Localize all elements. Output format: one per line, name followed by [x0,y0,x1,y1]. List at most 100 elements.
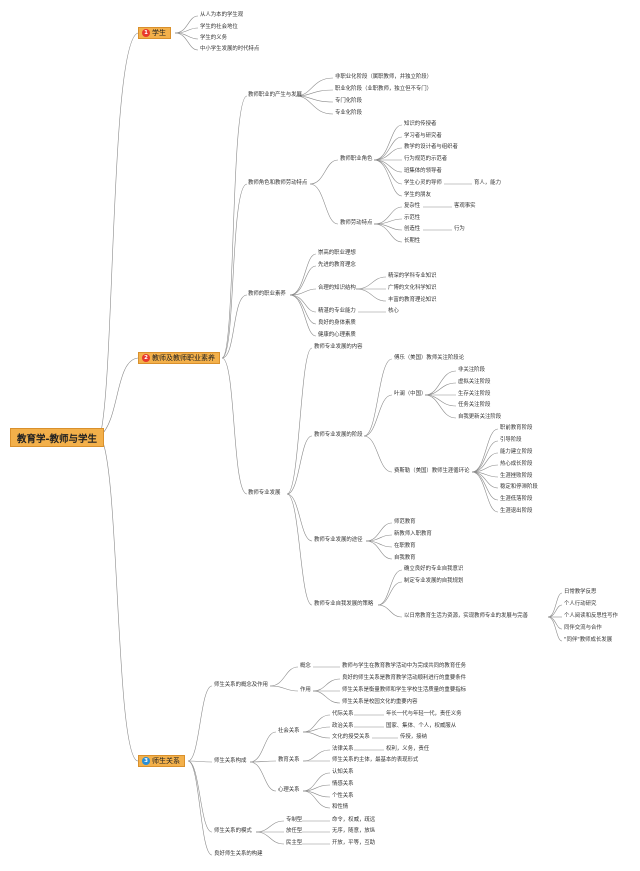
node[interactable]: 长期性 [404,238,421,244]
node[interactable]: 学生的义务 [200,35,227,41]
node[interactable]: 自我教育 [394,555,416,561]
node[interactable]: 概念 [300,663,311,669]
node[interactable]: 稳定和停滞阶段 [500,484,538,490]
node[interactable]: 日常教学反思 [564,589,597,595]
node[interactable]: 认知关系 [332,769,354,775]
node[interactable]: 国家、集体、个人，权威服从 [386,723,457,729]
node[interactable]: 职业化阶段（业职教师，独立但不专门） [335,86,433,92]
node[interactable]: 教师劳动特点 [340,220,373,226]
node[interactable]: 文化的授受关系 [332,734,370,740]
node[interactable]: 师生关系的模式 [214,828,252,834]
node[interactable]: 行为 [454,226,465,232]
node[interactable]: 教学的设计者与组织者 [404,144,458,150]
node[interactable]: 合理的知识结构 [318,285,356,291]
node[interactable]: 班集体的领导者 [404,168,442,174]
node[interactable]: 丰富的教育理论知识 [388,297,437,303]
node[interactable]: 教师职业的产生与发展 [248,92,302,98]
node[interactable]: 叶澜（中国） [394,391,427,397]
node[interactable]: 良好的师生关系是教育教学活动顺利进行的重要条件 [342,675,466,681]
node[interactable]: 费斯勒（美国）教师生涯循环论 [394,468,470,474]
node[interactable]: 开放，平等，互助 [332,840,376,846]
node[interactable]: 精湛的专业能力 [318,308,356,314]
node[interactable]: 非职业化阶段（属职教师，并独立阶段） [335,74,433,80]
node[interactable]: 法律关系 [332,746,354,752]
node[interactable]: 师生关系是校园文化的重要内容 [342,699,418,705]
node[interactable]: "同伴"教师成长发展 [564,637,613,643]
node[interactable]: 教师专业发展的内容 [314,344,363,350]
node[interactable]: 传授，接纳 [400,734,427,740]
node[interactable]: 精深的学科专业知识 [388,273,437,279]
node[interactable]: 中小学生发展的时代特点 [200,46,260,52]
node[interactable]: 情感关系 [332,781,354,787]
node[interactable]: 专门化阶段 [335,98,362,104]
node[interactable]: 育人，能力 [474,180,501,186]
node[interactable]: 学生心灵的导师 [404,180,442,186]
node[interactable]: 放任型 [286,828,303,834]
category-teacher-quality[interactable]: 2 教师及教师职业素养 [138,352,220,364]
node[interactable]: 代际关系 [332,711,354,717]
node[interactable]: 核心 [388,308,399,314]
node[interactable]: 教师专业发展的途径 [314,537,363,543]
node[interactable]: 示范性 [404,215,421,221]
node[interactable]: 同伴交流与合作 [564,625,602,631]
node[interactable]: 复杂性 [404,203,421,209]
node[interactable]: 傅乐（美国）教师关注阶段论 [394,355,465,361]
node[interactable]: 权利，义务，责任 [386,746,430,752]
node[interactable]: 行为规范的示范者 [404,156,448,162]
node[interactable]: 先进的教育理念 [318,262,356,268]
node[interactable]: 生涯退出阶段 [500,508,533,514]
node[interactable]: 非关注阶段 [458,367,485,373]
node[interactable]: 个性关系 [332,793,354,799]
node[interactable]: 教师专业自我发展的策略 [314,601,374,607]
node[interactable]: 以日常教育生活为资源，实现教师专业的发展与完善 [404,613,528,619]
node[interactable]: 师生关系的概念及作用 [214,682,268,688]
node[interactable]: 教师专业发展的阶段 [314,432,363,438]
node[interactable]: 制定专业发展的自我规划 [404,578,464,584]
node[interactable]: 任务关注阶段 [458,402,491,408]
node[interactable]: 教师的职业素养 [248,291,286,297]
node[interactable]: 引导阶段 [500,437,522,443]
category-teacher-student-relation[interactable]: 3 师生关系 [138,755,185,767]
node[interactable]: 师生关系是衡量教师和学生学校生活质量的重要指标 [342,687,466,693]
node[interactable]: 学生的朋友 [404,192,431,198]
node[interactable]: 职前教育阶段 [500,425,533,431]
root-topic[interactable]: 教育学-教师与学生 [10,428,104,447]
node[interactable]: 学生的社会地位 [200,24,238,30]
node[interactable]: 良好师生关系的构建 [214,851,263,857]
node[interactable]: 确立良好的专业自我意识 [404,566,464,572]
node[interactable]: 专业化阶段 [335,110,362,116]
node[interactable]: 年长一代与年轻一代，责任义务 [386,711,462,717]
node[interactable]: 师生关系的主体，最基本的表现形式 [332,757,419,763]
node[interactable]: 自我更新关注阶段 [458,414,502,420]
node[interactable]: 新教师入职教育 [394,531,432,537]
node[interactable]: 和性情 [332,804,349,810]
node[interactable]: 在职教育 [394,543,416,549]
node[interactable]: 生涯低落阶段 [500,496,533,502]
node[interactable]: 崇高的职业理想 [318,250,356,256]
node[interactable]: 教师职业角色 [340,156,373,162]
node[interactable]: 虚拟关注阶段 [458,379,491,385]
node[interactable]: 作用 [300,687,311,693]
node[interactable]: 客观事实 [454,203,476,209]
node[interactable]: 政治关系 [332,723,354,729]
node[interactable]: 命令，权威，疏远 [332,817,376,823]
node[interactable]: 学习者与研究者 [404,133,442,139]
node[interactable]: 广博的文化科学知识 [388,285,437,291]
node[interactable]: 无序，随意，放纵 [332,828,376,834]
node[interactable]: 知识的传授者 [404,121,437,127]
node[interactable]: 创造性 [404,226,421,232]
node[interactable]: 生存关注阶段 [458,391,491,397]
node[interactable]: 生涯挫败阶段 [500,473,533,479]
node[interactable]: 师范教育 [394,519,416,525]
node[interactable]: 教育关系 [278,757,300,763]
node[interactable]: 健康的心理素质 [318,332,356,338]
node[interactable]: 个人行动研究 [564,601,597,607]
node[interactable]: 良好的身体素质 [318,320,356,326]
node[interactable]: 专制型 [286,817,303,823]
node[interactable]: 教师角色和教师劳动特点 [248,180,308,186]
node[interactable]: 热心成长阶段 [500,461,533,467]
node[interactable]: 心理关系 [278,787,300,793]
node[interactable]: 师生关系构成 [214,758,247,764]
node[interactable]: 能力建立阶段 [500,449,533,455]
node[interactable]: 个人阅读和反思性写作 [564,613,618,619]
